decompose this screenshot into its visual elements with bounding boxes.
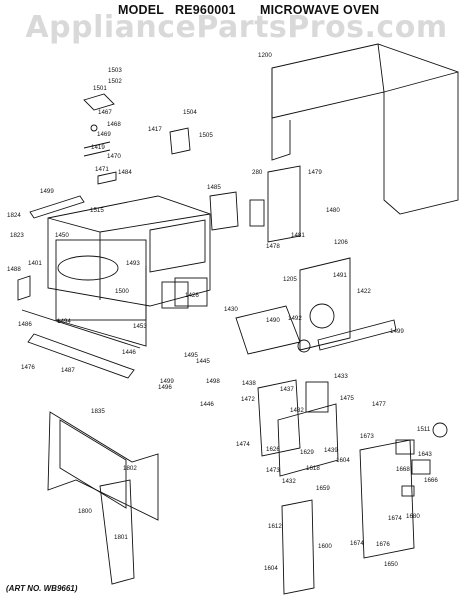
part-label-1499: 1499 bbox=[160, 378, 174, 385]
part-label-1422: 1422 bbox=[357, 288, 371, 295]
part-label-1629: 1629 bbox=[300, 449, 314, 456]
part-label-1500: 1500 bbox=[115, 288, 129, 295]
part-label-1468: 1468 bbox=[107, 121, 121, 128]
part-label-1467: 1467 bbox=[98, 109, 112, 116]
model-label: MODEL bbox=[118, 3, 165, 17]
part-label-1494: 1494 bbox=[57, 318, 71, 325]
part-label-1432: 1432 bbox=[282, 478, 296, 485]
model-number: RE960001 bbox=[175, 3, 236, 17]
part-label-1492: 1492 bbox=[288, 315, 302, 322]
oven-cavity-drawing bbox=[21, 195, 211, 349]
part-label-1515: 1515 bbox=[90, 207, 104, 214]
outer-cabinet-drawing bbox=[271, 43, 459, 215]
part-label-1643: 1643 bbox=[418, 451, 432, 458]
product-name: MICROWAVE OVEN bbox=[260, 3, 380, 17]
rear-components-drawing bbox=[209, 165, 397, 355]
door-assembly-drawing bbox=[27, 333, 159, 585]
art-number: (ART NO. WB9661) bbox=[6, 584, 78, 593]
part-label-1612: 1612 bbox=[268, 523, 282, 530]
part-label-1502: 1502 bbox=[108, 78, 122, 85]
part-label-1484: 1484 bbox=[118, 169, 132, 176]
part-label-1668: 1668 bbox=[396, 466, 410, 473]
part-label-1439: 1439 bbox=[324, 447, 338, 454]
part-label-280: 280 bbox=[252, 169, 263, 176]
part-label-1824: 1824 bbox=[7, 212, 21, 219]
part-label-1511: 1511 bbox=[417, 426, 431, 433]
part-label-1482: 1482 bbox=[290, 407, 304, 414]
part-label-1474: 1474 bbox=[236, 441, 250, 448]
part-label-1503: 1503 bbox=[108, 67, 122, 74]
part-label-1477: 1477 bbox=[372, 401, 386, 408]
part-label-1499: 1499 bbox=[390, 328, 404, 335]
part-label-1430: 1430 bbox=[224, 306, 238, 313]
part-label-1426: 1426 bbox=[185, 292, 199, 299]
part-label-1487: 1487 bbox=[61, 367, 75, 374]
part-label-1496: 1496 bbox=[158, 384, 172, 391]
part-label-1493: 1493 bbox=[126, 260, 140, 267]
part-label-1479: 1479 bbox=[308, 169, 322, 176]
part-label-1498: 1498 bbox=[206, 378, 220, 385]
part-label-1491: 1491 bbox=[333, 272, 347, 279]
part-label-1676: 1676 bbox=[376, 541, 390, 548]
part-label-1205: 1205 bbox=[283, 276, 297, 283]
part-label-1437: 1437 bbox=[280, 386, 294, 393]
part-label-1604: 1604 bbox=[264, 565, 278, 572]
part-label-1445: 1445 bbox=[196, 358, 210, 365]
part-label-1200: 1200 bbox=[258, 52, 272, 59]
part-label-1488: 1488 bbox=[7, 266, 21, 273]
controls-drawing bbox=[161, 281, 448, 595]
part-label-1659: 1659 bbox=[316, 485, 330, 492]
part-label-1481: 1481 bbox=[291, 232, 305, 239]
watermark-logo: AppliancePartsPros.com bbox=[25, 10, 448, 45]
part-label-1650: 1650 bbox=[384, 561, 398, 568]
part-label-1473: 1473 bbox=[266, 467, 280, 474]
part-label-1626: 1626 bbox=[266, 446, 280, 453]
part-label-1505: 1505 bbox=[199, 132, 213, 139]
part-label-1666: 1666 bbox=[424, 477, 438, 484]
part-label-1823: 1823 bbox=[10, 232, 24, 239]
part-label-1417: 1417 bbox=[148, 126, 162, 133]
part-label-1470: 1470 bbox=[107, 153, 121, 160]
part-label-1835: 1835 bbox=[91, 408, 105, 415]
part-label-1475: 1475 bbox=[340, 395, 354, 402]
part-label-1495: 1495 bbox=[184, 352, 198, 359]
part-label-1674: 1674 bbox=[350, 540, 364, 547]
part-label-1419: 1419 bbox=[91, 144, 105, 151]
part-label-1480: 1480 bbox=[326, 207, 340, 214]
part-label-1604: 1604 bbox=[336, 457, 350, 464]
part-label-1401: 1401 bbox=[28, 260, 42, 267]
part-label-1499: 1499 bbox=[40, 188, 54, 195]
part-label-1206: 1206 bbox=[334, 239, 348, 246]
part-label-1501: 1501 bbox=[93, 85, 107, 92]
part-label-1600: 1600 bbox=[318, 543, 332, 550]
part-label-1446: 1446 bbox=[122, 349, 136, 356]
part-label-1801: 1801 bbox=[114, 534, 128, 541]
part-label-1471: 1471 bbox=[95, 166, 109, 173]
part-label-1469: 1469 bbox=[97, 131, 111, 138]
part-label-1450: 1450 bbox=[55, 232, 69, 239]
part-label-1476: 1476 bbox=[21, 364, 35, 371]
part-label-1618: 1618 bbox=[306, 465, 320, 472]
part-label-1485: 1485 bbox=[207, 184, 221, 191]
part-label-1504: 1504 bbox=[183, 109, 197, 116]
part-label-1478: 1478 bbox=[266, 243, 280, 250]
part-label-1800: 1800 bbox=[78, 508, 92, 515]
part-label-1453: 1453 bbox=[133, 323, 147, 330]
part-label-1673: 1673 bbox=[360, 433, 374, 440]
part-label-1680: 1680 bbox=[406, 513, 420, 520]
part-label-1486: 1486 bbox=[18, 321, 32, 328]
part-label-1433: 1433 bbox=[334, 373, 348, 380]
part-label-1674: 1674 bbox=[388, 515, 402, 522]
part-label-1802: 1802 bbox=[123, 465, 137, 472]
part-label-1472: 1472 bbox=[241, 396, 255, 403]
part-label-1438: 1438 bbox=[242, 380, 256, 387]
hardware-stack-drawing bbox=[17, 93, 191, 301]
part-label-1446: 1446 bbox=[200, 401, 214, 408]
part-label-1490: 1490 bbox=[266, 317, 280, 324]
